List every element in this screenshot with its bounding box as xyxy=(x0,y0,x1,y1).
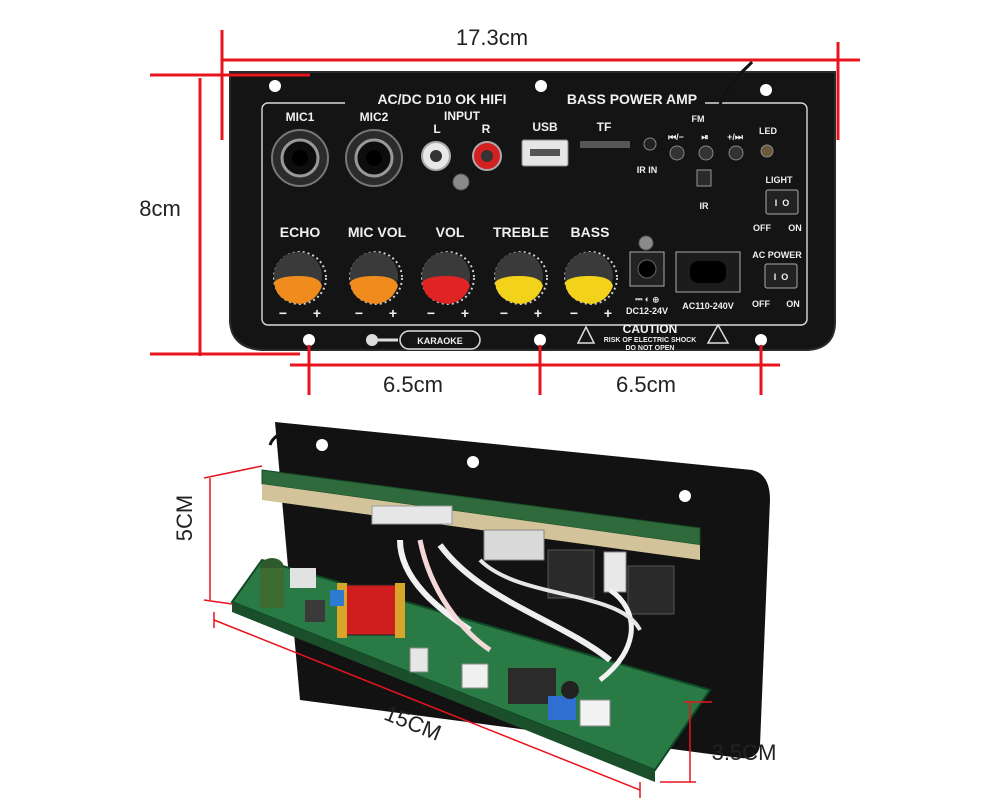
light-off-label: OFF xyxy=(753,223,771,233)
ac-voltage-label: AC110-240V xyxy=(682,301,734,311)
board-rear-view xyxy=(230,422,770,782)
mount-hole xyxy=(535,80,547,92)
fm-label: FM xyxy=(692,114,705,124)
width-front-label: 17.3cm xyxy=(456,25,528,50)
knob-label-mic-vol: MIC VOL xyxy=(348,224,407,240)
light-switch[interactable] xyxy=(765,189,799,215)
panel-title-left: AC/DC D10 OK HIFI xyxy=(377,91,506,107)
ir-in-label: IR IN xyxy=(637,165,658,175)
rca-right-jack[interactable] xyxy=(472,141,502,171)
svg-text:⎓ ◐ ⊕: ⎓ ◐ ⊕ xyxy=(635,294,659,304)
light-label: LIGHT xyxy=(766,175,793,185)
play-pause-button[interactable] xyxy=(698,145,714,161)
knob-row: ECHO − + MIC VOL − + VOL − xyxy=(273,224,618,321)
warning-icon xyxy=(576,325,596,344)
ir-in-jack[interactable] xyxy=(643,137,657,151)
usb-label: USB xyxy=(532,120,558,134)
svg-text:−: − xyxy=(427,305,435,321)
treble-knob[interactable]: TREBLE − + xyxy=(493,224,549,321)
mount-hole xyxy=(269,80,281,92)
warning-icon xyxy=(706,323,730,344)
ac-power-label: AC POWER xyxy=(752,250,802,260)
caution-title: CAUTION xyxy=(623,322,678,336)
ac-on-label: ON xyxy=(786,299,800,309)
next-label: +/⏭ xyxy=(727,132,744,142)
ac-power-switch[interactable] xyxy=(764,263,798,289)
caution-line-1: RISK OF ELECTRIC SHOCK xyxy=(604,337,697,344)
ac-off-label: OFF xyxy=(752,299,770,309)
svg-text:+: + xyxy=(313,305,321,321)
svg-text:+: + xyxy=(534,305,542,321)
svg-text:I O: I O xyxy=(775,198,790,208)
front-panel: AC/DC D10 OK HIFI BASS POWER AMP MIC1 MI… xyxy=(229,60,836,352)
panel-title-right: BASS POWER AMP xyxy=(567,91,697,107)
height-board-label: 5CM xyxy=(172,495,197,541)
svg-text:−: − xyxy=(570,305,578,321)
tf-label: TF xyxy=(597,120,612,134)
mount-hole xyxy=(467,456,479,468)
screw-icon xyxy=(452,173,470,191)
svg-text:−: − xyxy=(355,305,363,321)
mount-hole xyxy=(679,490,691,502)
mic1-label: MIC1 xyxy=(286,110,315,124)
karaoke-label: KARAOKE xyxy=(417,336,463,346)
svg-text:−: − xyxy=(500,305,508,321)
play-label: ⏯ xyxy=(701,132,708,142)
mount-hole xyxy=(303,334,315,346)
led-indicator xyxy=(760,144,774,158)
led-label: LED xyxy=(759,126,778,136)
height-front-label: 8cm xyxy=(139,196,181,221)
ir-label: IR xyxy=(700,201,710,211)
light-on-label: ON xyxy=(788,223,802,233)
mic1-jack[interactable] xyxy=(271,129,329,187)
mount-hole xyxy=(534,334,546,346)
knob-label-echo: ECHO xyxy=(280,224,321,240)
mic-vol-knob[interactable]: MIC VOL − + xyxy=(348,224,407,321)
depth-board-label: 3.5CM xyxy=(712,740,777,765)
next-button[interactable] xyxy=(728,145,744,161)
bass-knob[interactable]: BASS − + xyxy=(564,224,618,321)
screw-icon xyxy=(638,235,654,251)
caution-line-2: DO NOT OPEN xyxy=(625,345,674,352)
input-label: INPUT xyxy=(444,109,481,123)
prev-label: ⏮/− xyxy=(668,132,684,142)
svg-text:+: + xyxy=(604,305,612,321)
mic2-jack[interactable] xyxy=(345,129,403,187)
input-l-label: L xyxy=(433,122,440,136)
svg-text:+: + xyxy=(461,305,469,321)
karaoke-badge: KARAOKE xyxy=(366,330,481,350)
mic2-label: MIC2 xyxy=(360,110,389,124)
hole-left-label: 6.5cm xyxy=(383,372,443,397)
ir-receiver xyxy=(696,169,712,187)
svg-text:−: − xyxy=(279,305,287,321)
rca-left-jack[interactable] xyxy=(421,141,451,171)
hole-right-label: 6.5cm xyxy=(616,372,676,397)
mount-hole xyxy=(316,439,328,451)
front-dimensions: 17.3cm 8cm 6.5cm 6.5cm xyxy=(139,25,860,397)
mount-hole xyxy=(760,84,772,96)
transformer xyxy=(344,584,398,636)
input-r-label: R xyxy=(482,122,491,136)
mount-hole xyxy=(755,334,767,346)
knob-label-treble: TREBLE xyxy=(493,224,549,240)
vol-knob[interactable]: VOL − + xyxy=(421,224,475,321)
dc-voltage-label: DC12-24V xyxy=(626,306,668,316)
caution-label-group: CAUTION RISK OF ELECTRIC SHOCK DO NOT OP… xyxy=(576,322,730,352)
echo-knob[interactable]: ECHO − + xyxy=(273,224,327,321)
tf-slot[interactable] xyxy=(580,141,630,148)
svg-text:+: + xyxy=(389,305,397,321)
knob-label-bass: BASS xyxy=(571,224,610,240)
prev-button[interactable] xyxy=(669,145,685,161)
knob-label-vol: VOL xyxy=(436,224,465,240)
svg-text:I O: I O xyxy=(774,272,789,282)
